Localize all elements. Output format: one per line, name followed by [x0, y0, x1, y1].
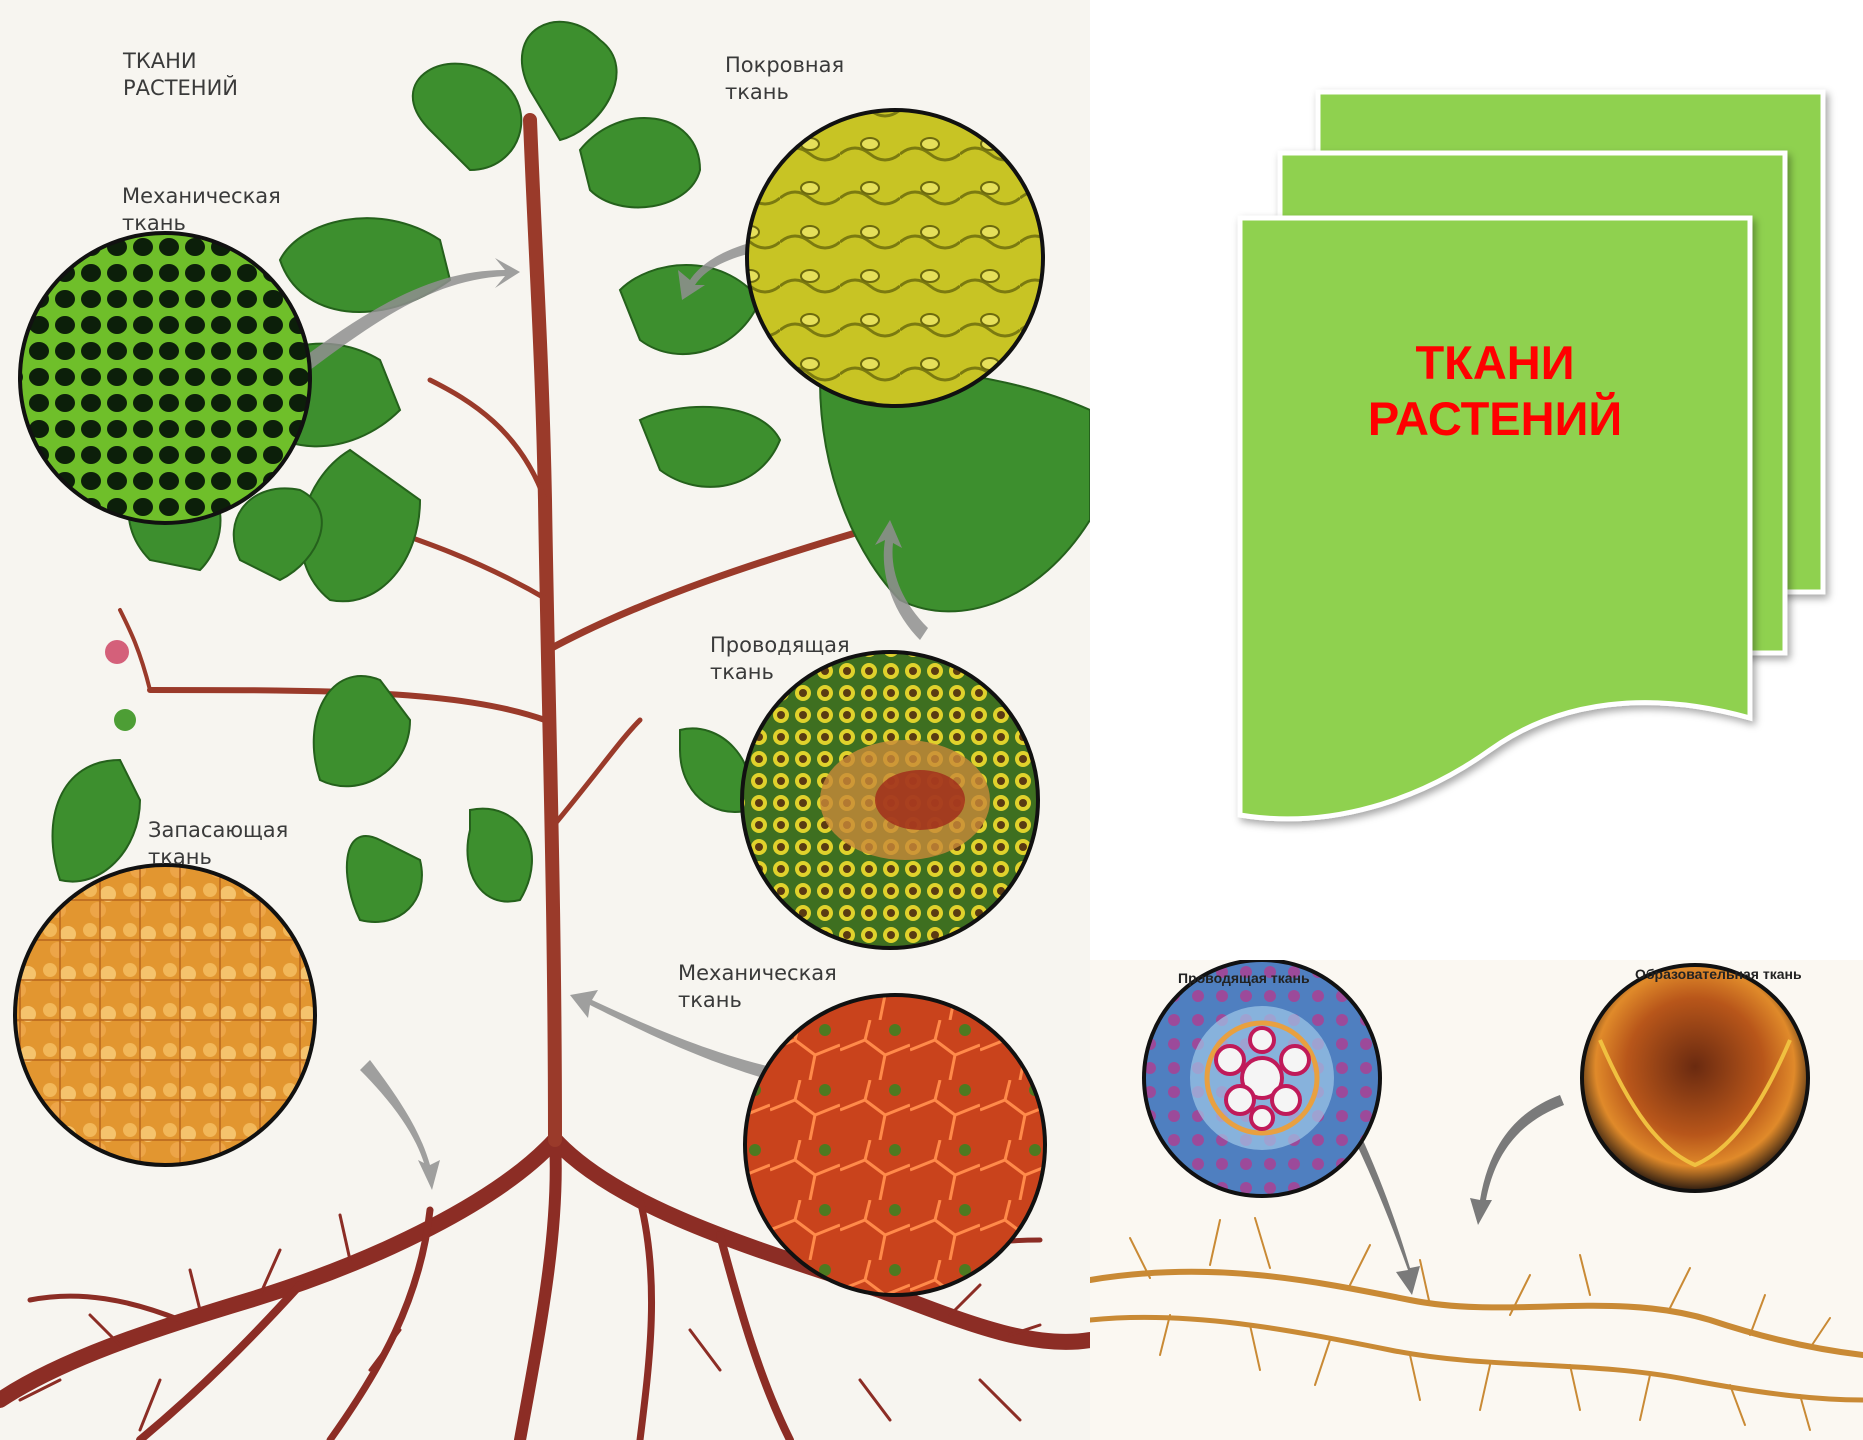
- label-educational-tissue: Образовательная ткань: [1635, 966, 1802, 982]
- cover-tissue-micrograph: [747, 110, 1043, 406]
- flower-bud: [114, 709, 136, 731]
- root-callout-arrows: [1340, 1095, 1564, 1295]
- label-mechanical-tissue-2: Механическая ткань: [678, 960, 837, 1014]
- mechanical-tissue-micrograph: [20, 233, 310, 523]
- label-root-conducting-tissue: Проводящая ткань: [1178, 970, 1310, 986]
- root-branches: [1090, 1218, 1863, 1430]
- label-conducting-tissue: Проводящая ткань: [710, 632, 850, 686]
- label-storage-tissue: Запасающая ткань: [148, 817, 288, 871]
- mechanical-tissue-micrograph-2: [745, 995, 1045, 1295]
- storage-tissue-micrograph: [15, 865, 315, 1165]
- slide-title: ТКАНИ РАСТЕНИЙ: [1240, 335, 1750, 447]
- diagram-heading: ТКАНИ РАСТЕНИЙ: [123, 48, 238, 102]
- title-slide: ТКАНИ РАСТЕНИЙ: [1090, 0, 1863, 960]
- root-diagram: Проводящая ткань Образовательная ткань: [1090, 960, 1863, 1440]
- label-mechanical-tissue: Механическая ткань: [122, 183, 281, 237]
- flower-bud: [105, 640, 129, 664]
- plant-diagram: ТКАНИ РАСТЕНИЙ Механическая ткань Покров…: [0, 0, 1090, 1440]
- stacked-sheet-front: [1240, 218, 1750, 819]
- label-cover-tissue: Покровная ткань: [725, 52, 844, 106]
